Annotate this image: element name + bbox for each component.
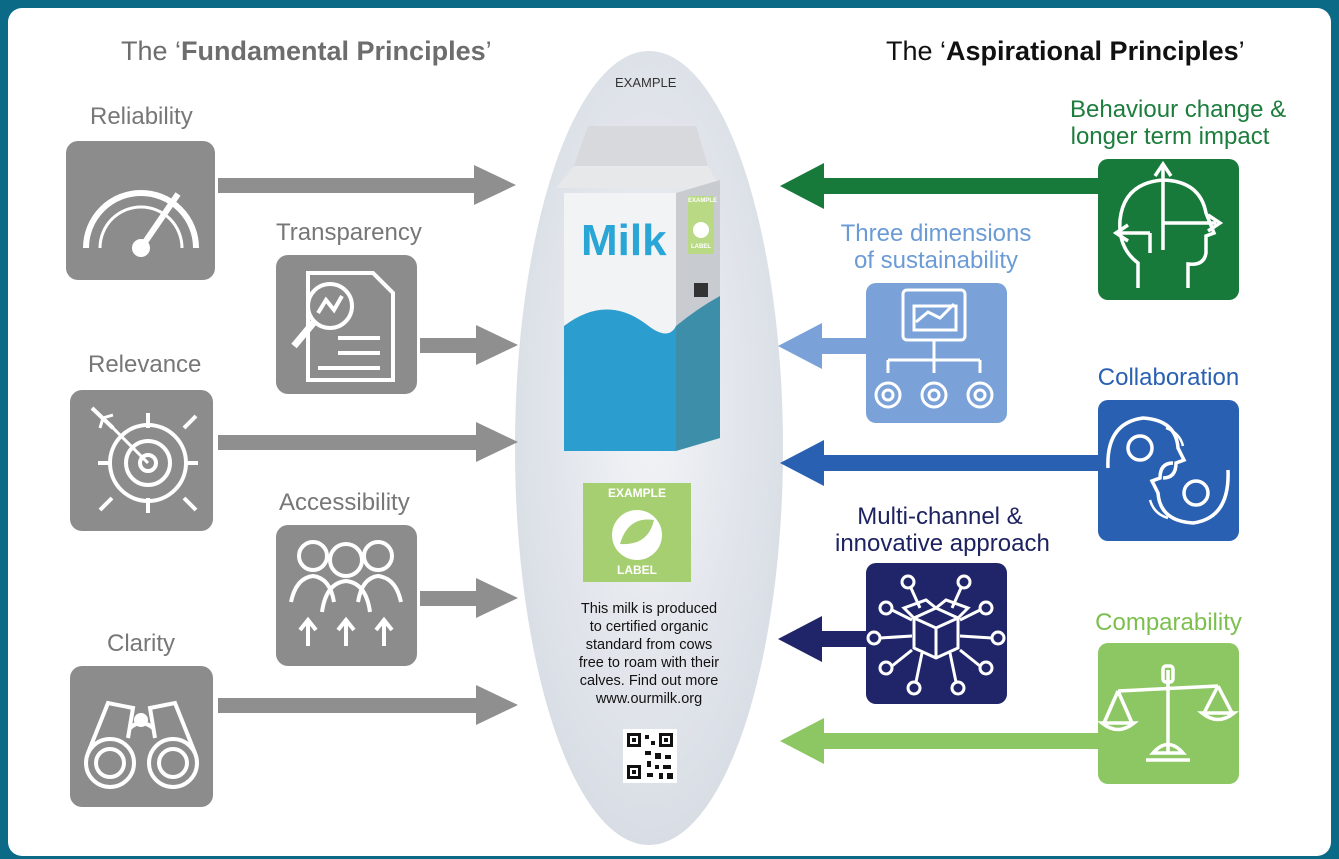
milk-carton (556, 126, 720, 451)
arrow-collaboration (780, 440, 1098, 486)
box-network-icon (866, 574, 1006, 696)
transparency-label: Transparency (276, 219, 422, 246)
arrow-multichannel (778, 616, 868, 662)
arrow-comparability (780, 718, 1098, 764)
target-gear-icon (90, 406, 198, 513)
collaboration-label: Collaboration (1097, 364, 1240, 391)
scales-icon (1097, 664, 1239, 762)
relevance-tile (70, 390, 213, 531)
reliability-label: Reliability (90, 103, 193, 130)
carton-label-top-text: EXAMPLE (688, 198, 718, 204)
multichannel-label: Multi-channel &innovative approach (835, 503, 1050, 557)
label-bottom-text: LABEL (617, 563, 657, 577)
arrow-reliability (218, 165, 516, 205)
speedometer-icon (83, 190, 199, 257)
binoculars-icon (84, 700, 199, 789)
arrow-transparency (420, 325, 518, 365)
people-arrows-icon (289, 540, 403, 646)
aspirational-principles-title: The ‘Aspirational Principles’ (886, 36, 1245, 66)
comparability-label: Comparability (1095, 609, 1242, 636)
arrow-clarity (218, 685, 518, 725)
milk-description: This milk is produced to certified organ… (578, 601, 720, 707)
reliability-tile (66, 141, 215, 280)
multichannel-tile (866, 563, 1007, 704)
qr-code (623, 729, 677, 783)
collaboration-tile (1098, 400, 1239, 541)
head-arrows-icon (1112, 160, 1224, 288)
accessibility-tile (276, 525, 417, 666)
label-top-text: EXAMPLE (607, 486, 666, 500)
magnified-document-icon (291, 271, 395, 382)
diagram-frame: The ‘Fundamental Principles’ The ‘Aspira… (8, 8, 1331, 856)
example-label-badge (583, 483, 691, 582)
diagram-art (66, 51, 1239, 845)
behaviour-change-label: Behaviour change &longer term impact (1070, 96, 1287, 150)
arrow-accessibility (420, 578, 518, 618)
example-caption: EXAMPLE (615, 75, 677, 90)
carton-label-bottom-text: LABEL (691, 244, 711, 250)
report-gears-icon (874, 288, 994, 409)
arrow-three-dimensions (778, 323, 868, 369)
two-heads-icon (1106, 416, 1230, 525)
accessibility-label: Accessibility (279, 489, 410, 516)
milk-word: Milk (581, 216, 667, 265)
arrow-relevance (218, 422, 518, 462)
three-dimensions-tile (866, 283, 1007, 423)
behaviour-tile (1098, 159, 1239, 300)
arrow-behaviour (780, 163, 1098, 209)
transparency-tile (276, 255, 417, 394)
clarity-tile (70, 666, 213, 807)
comparability-tile (1097, 643, 1239, 784)
relevance-label: Relevance (88, 351, 202, 378)
fundamental-principles-title: The ‘Fundamental Principles’ (121, 36, 492, 66)
clarity-label: Clarity (107, 630, 176, 657)
